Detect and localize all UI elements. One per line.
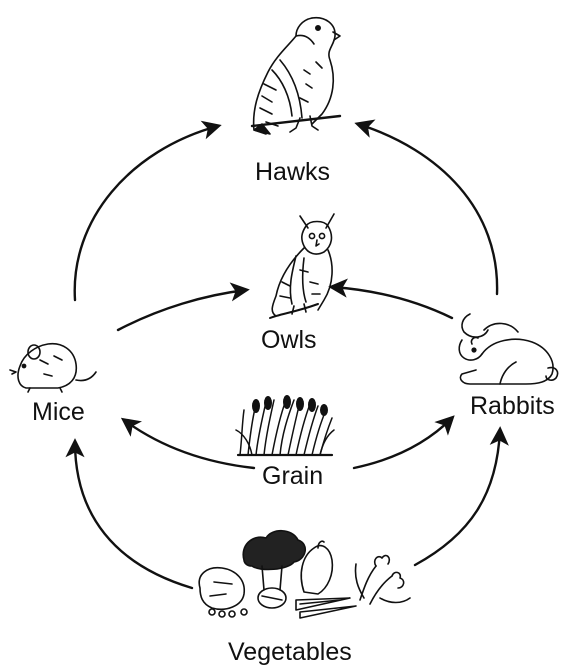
- owl-icon: [270, 214, 334, 318]
- arrow-grain-to-rabbits: [354, 418, 452, 468]
- arrow-vegetables-to-rabbits: [415, 430, 500, 565]
- arrow-rabbits-to-hawks: [358, 124, 497, 294]
- vegetables-icon: [199, 531, 410, 618]
- rabbit-icon: [459, 314, 557, 384]
- hawk-icon: [252, 18, 340, 134]
- owls-label: Owls: [261, 328, 317, 353]
- mice-label: Mice: [32, 400, 85, 425]
- arrow-grain-to-mice: [124, 420, 254, 468]
- arrow-rabbits-to-owls: [332, 287, 452, 318]
- grain-label: Grain: [262, 464, 323, 489]
- arrow-mice-to-owls: [118, 290, 246, 330]
- arrow-mice-to-hawks: [75, 126, 218, 300]
- hawks-label: Hawks: [255, 160, 330, 185]
- rabbits-label: Rabbits: [470, 394, 555, 419]
- vegetables-label: Vegetables: [228, 640, 352, 665]
- arrow-vegetables-to-mice: [75, 442, 192, 588]
- mouse-icon: [10, 344, 96, 392]
- grain-icon: [236, 395, 334, 455]
